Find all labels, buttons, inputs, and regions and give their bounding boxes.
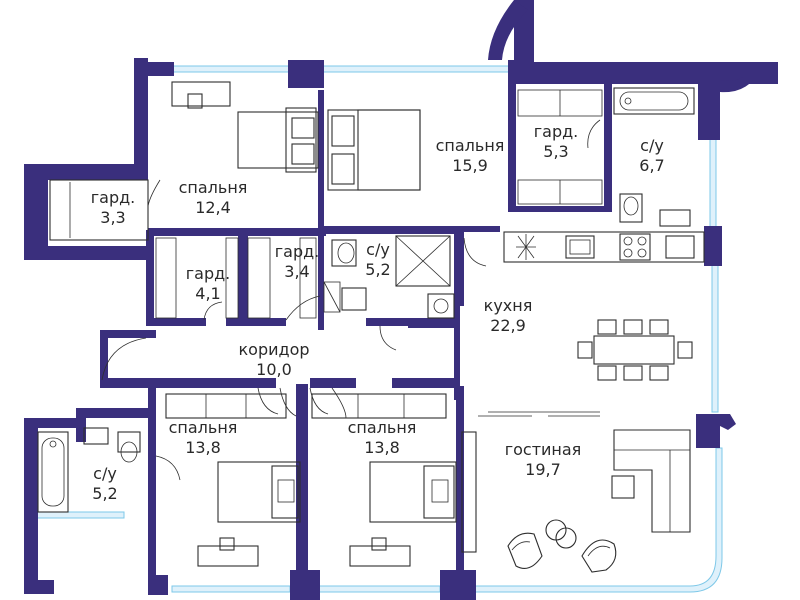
room-name: гард. <box>274 242 320 261</box>
room-area: 6,7 <box>639 156 665 175</box>
room-area: 4,1 <box>195 284 221 303</box>
room-area: 13,8 <box>364 438 400 457</box>
room-name: коридор <box>238 340 310 359</box>
room-name: гард. <box>533 122 579 141</box>
room-area: 5,2 <box>92 484 118 503</box>
room-label-kitchen: кухня 22,9 <box>484 296 533 336</box>
room-name: гард. <box>90 188 136 207</box>
room-name: спальня <box>168 418 238 437</box>
room-area: 10,0 <box>256 360 292 379</box>
room-name: спальня <box>435 136 505 155</box>
room-label-bedroom-2: спальня 15,9 <box>436 136 505 176</box>
room-label-wardrobe-4: гард. 3,4 <box>275 242 320 282</box>
room-area: 19,7 <box>525 460 561 479</box>
room-area: 12,4 <box>195 198 231 217</box>
room-area: 13,8 <box>185 438 221 457</box>
room-label-bedroom-1: спальня 12,4 <box>179 178 248 218</box>
room-area: 3,3 <box>100 208 126 227</box>
room-area: 5,2 <box>365 260 391 279</box>
room-label-bedroom-3: спальня 13,8 <box>169 418 238 458</box>
room-name: спальня <box>178 178 248 197</box>
room-area: 15,9 <box>452 156 488 175</box>
doors <box>101 119 601 481</box>
room-name: с/у <box>93 464 117 483</box>
furniture <box>37 81 705 573</box>
room-name: гостиная <box>504 440 582 459</box>
room-name: с/у <box>366 240 390 259</box>
room-name: спальня <box>347 418 417 437</box>
room-label-bathroom-3: с/у 5,2 <box>92 464 117 504</box>
room-name: гард. <box>185 264 231 283</box>
room-area: 22,9 <box>490 316 526 335</box>
room-label-bedroom-4: спальня 13,8 <box>348 418 417 458</box>
room-label-wardrobe-3: гард. 4,1 <box>186 264 231 304</box>
room-label-wardrobe-2: гард. 5,3 <box>534 122 579 162</box>
room-label-bathroom-2: с/у 5,2 <box>365 240 390 280</box>
room-label-corridor: коридор 10,0 <box>238 340 309 380</box>
room-area: 5,3 <box>543 142 569 161</box>
room-label-wardrobe-1: гард. 3,3 <box>91 188 136 228</box>
room-name: с/у <box>640 136 664 155</box>
interior-walls <box>76 84 612 586</box>
exterior-walls <box>24 0 778 600</box>
room-label-living-room: гостиная 19,7 <box>505 440 582 480</box>
room-label-bathroom-1: с/у 6,7 <box>639 136 664 176</box>
room-area: 3,4 <box>284 262 310 281</box>
room-name: кухня <box>483 296 533 315</box>
